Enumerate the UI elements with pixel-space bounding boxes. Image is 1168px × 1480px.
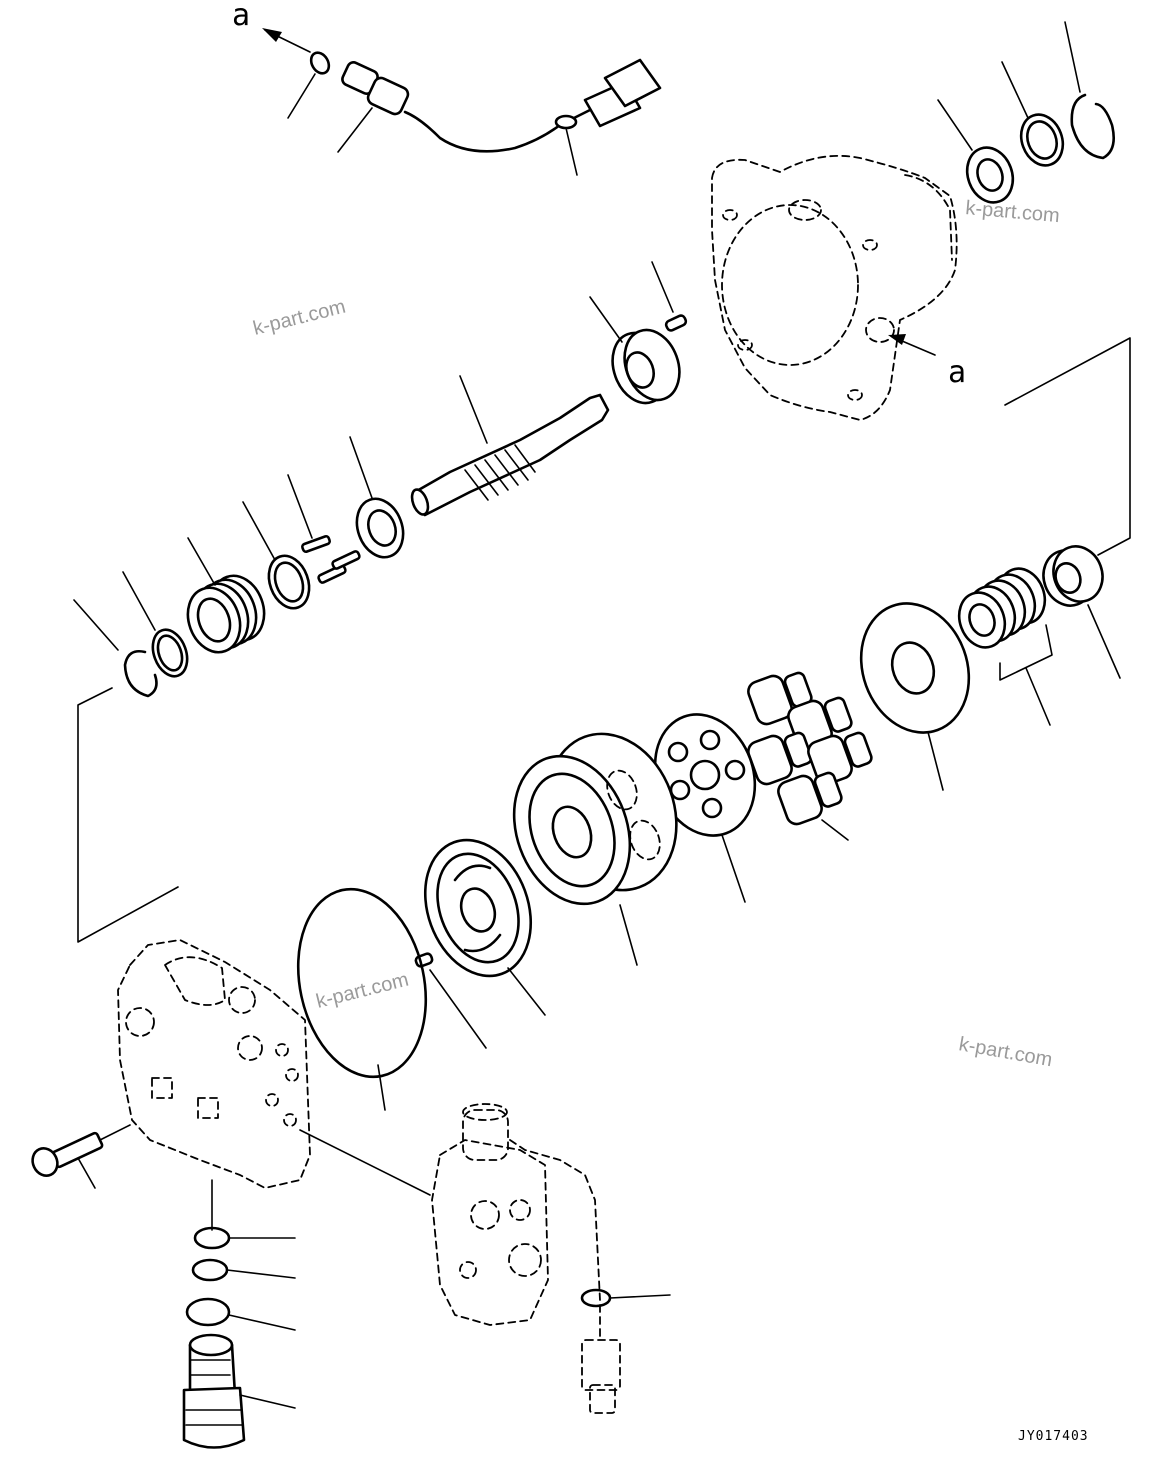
spring-left — [186, 537, 266, 654]
valve-body — [117, 939, 431, 1231]
watermark-1: k-part.com — [251, 296, 348, 340]
retainer-plate — [653, 713, 757, 903]
watermark-4: k-part.com — [957, 1033, 1054, 1071]
speed-sensor — [287, 51, 662, 176]
cylinder-block — [512, 732, 678, 966]
snap-ring-far-left — [73, 599, 158, 698]
ring-top-right — [1001, 61, 1065, 167]
o-ring-small-1 — [193, 1226, 296, 1250]
reference-label-a-right: a — [948, 355, 966, 390]
assembly-bracket-left — [77, 687, 179, 943]
bearing-center — [589, 296, 681, 405]
drawing-code: JY017403 — [1018, 1429, 1089, 1444]
drive-shaft — [410, 375, 610, 517]
motor-case — [711, 155, 958, 421]
reference-arrow-top — [262, 28, 311, 53]
thrust-plate — [859, 602, 971, 791]
pistons — [747, 671, 873, 841]
watermark-3: k-part.com — [314, 969, 411, 1013]
watermark-2: k-part.com — [965, 197, 1061, 227]
reference-arrow-right — [888, 334, 936, 356]
cartridge-valve — [182, 1333, 296, 1449]
reference-label-a-top: a — [232, 0, 250, 33]
bearing-right — [1042, 545, 1121, 679]
assembly-bracket-right — [1004, 337, 1131, 556]
snap-ring-top-right — [1064, 21, 1115, 160]
ring-far-left — [122, 571, 189, 678]
needle-bearing — [349, 436, 405, 559]
solenoid-valve — [431, 1103, 671, 1414]
o-ring-small-3 — [185, 1297, 296, 1331]
ring-left — [242, 501, 311, 610]
pins-pair — [287, 474, 361, 584]
dowel-pin-top — [651, 261, 688, 332]
bearing-top-right — [937, 99, 1015, 204]
valve-plate — [423, 838, 546, 1016]
spring-right — [957, 567, 1053, 726]
o-ring-small-2 — [191, 1258, 296, 1282]
bolt — [31, 1124, 131, 1189]
o-ring-large — [296, 887, 428, 1111]
